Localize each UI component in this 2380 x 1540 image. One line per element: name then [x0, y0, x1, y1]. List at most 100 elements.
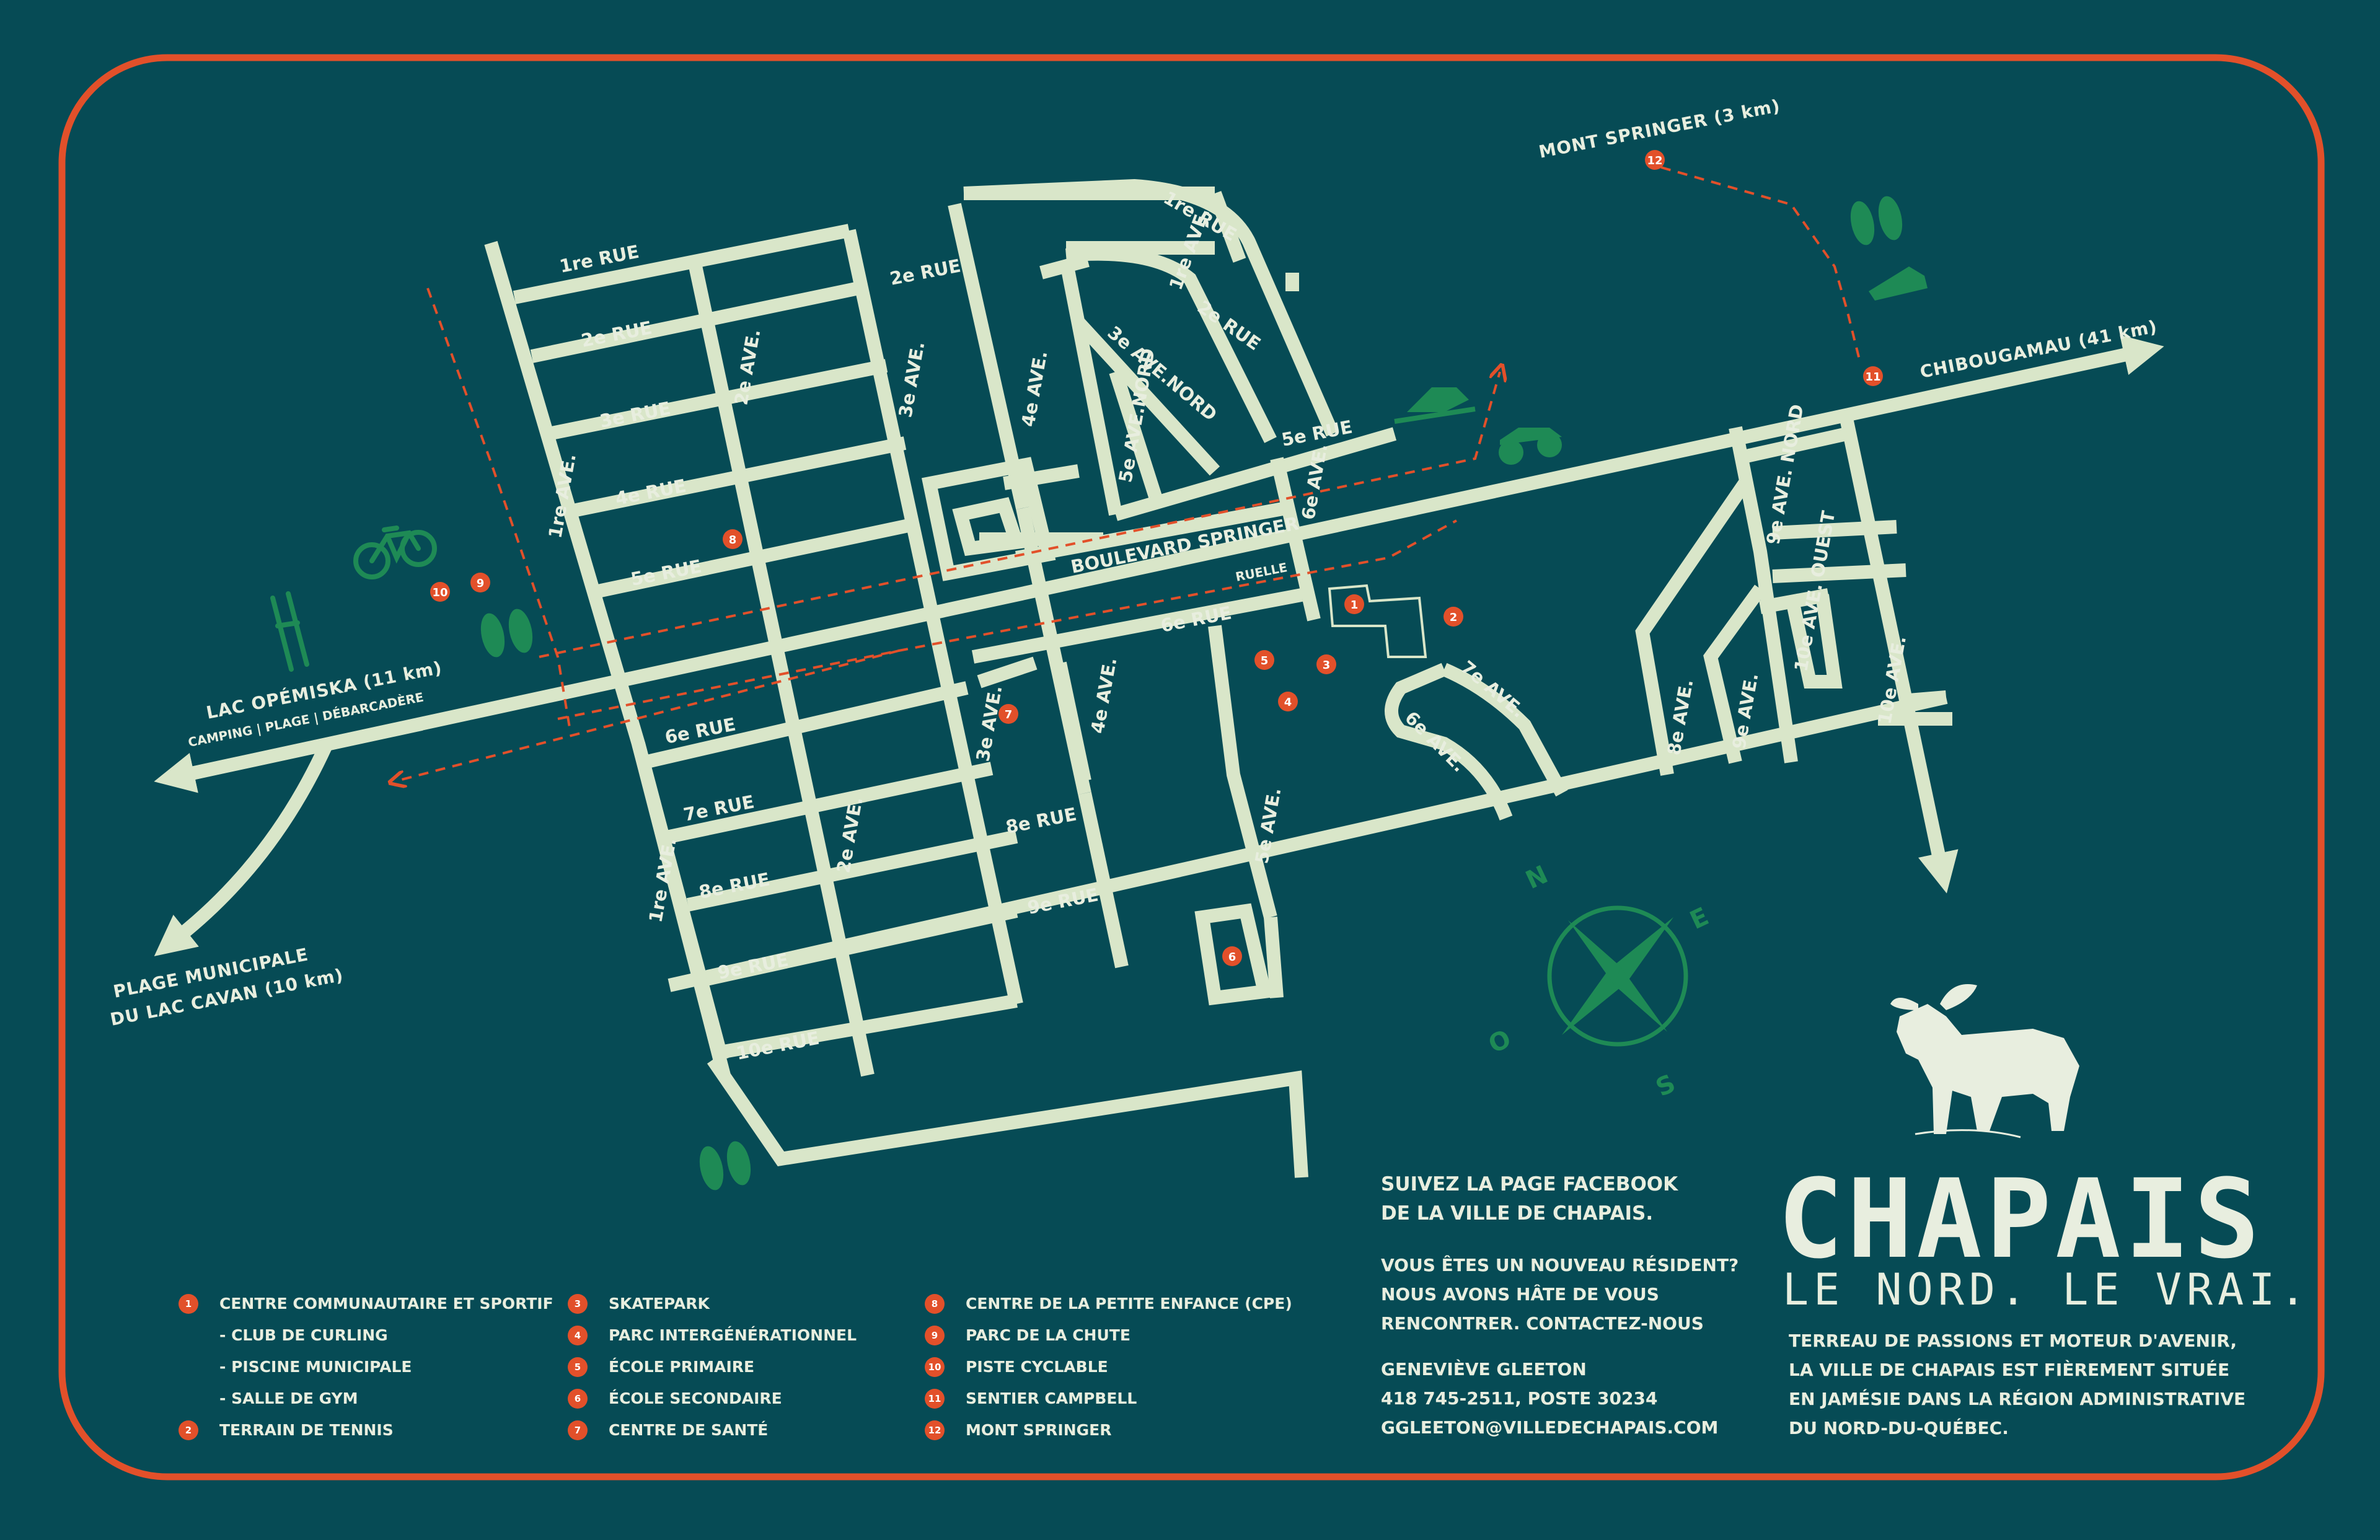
- brand-description: TERREAU DE PASSIONS ET MOTEUR D'AVENIR, …: [1789, 1326, 2246, 1443]
- legend-label: ÉCOLE SECONDAIRE: [609, 1389, 782, 1407]
- poi-11[interactable]: 11: [1863, 366, 1883, 386]
- bike-trail: [426, 288, 571, 732]
- legend-badge: 4: [568, 1325, 588, 1345]
- brand-desc-line-3: EN JAMÉSIE DANS LA RÉGION ADMINISTRATIVE: [1789, 1389, 2246, 1409]
- poi-8[interactable]: 8: [723, 529, 743, 549]
- trails: [397, 166, 1861, 781]
- cross-country-ski-icon: [270, 591, 309, 672]
- contact-phone[interactable]: 418 745-2511, POSTE 30234: [1381, 1388, 1658, 1409]
- label-ave6-b: 6e AVE.: [1401, 707, 1470, 777]
- atv-icon: [1499, 428, 1562, 465]
- contact-email[interactable]: GGLEETON@VILLEDECHAPAIS.COM: [1381, 1417, 1719, 1438]
- poi-6[interactable]: 6: [1222, 946, 1242, 966]
- brand-desc-line-1: TERREAU DE PASSIONS ET MOTEUR D'AVENIR,: [1789, 1331, 2237, 1351]
- snowshoe-icon-2: [699, 1141, 751, 1190]
- label-rue10: 10e RUE: [734, 1027, 821, 1064]
- bicycle-icon: [353, 526, 437, 579]
- brand-slogan: LE NORD. LE VRAI.: [1783, 1264, 2311, 1315]
- legend-label: TERRAIN DE TENNIS: [219, 1421, 394, 1439]
- legend-badge: 7: [568, 1420, 588, 1440]
- legend-label: SKATEPARK: [609, 1295, 710, 1313]
- legend-label: - CLUB DE CURLING: [219, 1326, 388, 1344]
- new-resident-line-3: RENCONTRER. CONTACTEZ-NOUS: [1381, 1313, 1704, 1334]
- new-resident-line-2: NOUS AVONS HÂTE DE VOUS: [1381, 1284, 1659, 1305]
- brand-title: CHAPAIS: [1778, 1156, 2263, 1283]
- campbell-trail: [1660, 166, 1861, 360]
- legend-item: - CLUB DE CURLING: [178, 1319, 553, 1351]
- highway-west-arrow: [154, 717, 423, 793]
- svg-text:10: 10: [432, 586, 447, 599]
- legend-item: - SALLE DE GYM: [178, 1383, 553, 1414]
- contact-name: GENEVIÈVE GLEETON: [1381, 1359, 1587, 1379]
- legend-badge: 10: [925, 1357, 945, 1377]
- legend-badge: 9: [925, 1325, 945, 1345]
- map-frame: [58, 54, 2325, 1481]
- poi-5[interactable]: 5: [1254, 650, 1274, 670]
- brand-desc-line-4: DU NORD-DU-QUÉBEC.: [1789, 1418, 2009, 1438]
- label-ave8: 8e AVE.: [1663, 677, 1697, 757]
- compass-s: S: [1652, 1069, 1680, 1102]
- road-plage-cavan: [154, 744, 332, 956]
- label-rue9-center: 9e RUE: [1026, 884, 1100, 918]
- poi-10[interactable]: 10: [430, 582, 450, 602]
- svg-text:5: 5: [1261, 654, 1269, 667]
- label-ave9-nord: 9e AVE. NORD: [1762, 403, 1807, 547]
- label-rue8-center: 8e RUE: [1004, 803, 1078, 837]
- label-rue5: 5e RUE: [629, 555, 703, 589]
- street-labels: 1re RUE 2e RUE 3e RUE 4e RUE 5e RUE 6e R…: [544, 187, 1910, 1064]
- snowmobile-trail: [539, 372, 1500, 658]
- contact-info: GENEVIÈVE GLEETON 418 745-2511, POSTE 30…: [1381, 1355, 1718, 1442]
- legend-label: PARC INTERGÉNÉRATIONNEL: [609, 1326, 857, 1344]
- new-resident-line-1: VOUS ÊTES UN NOUVEAU RÉSIDENT?: [1381, 1255, 1739, 1275]
- legend-item: 10 PISTE CYCLABLE: [925, 1351, 1292, 1383]
- poi-3[interactable]: 3: [1316, 654, 1336, 674]
- poi-1[interactable]: 1: [1344, 594, 1364, 614]
- street-ave10-south: [1840, 420, 1959, 894]
- label-rue2-center: 2e RUE: [888, 255, 963, 289]
- street-rue1-curve: [963, 178, 1339, 437]
- compass-o: O: [1484, 1024, 1515, 1059]
- legend-label: MONT SPRINGER: [966, 1421, 1112, 1439]
- poi-7[interactable]: 7: [998, 704, 1018, 724]
- legend-item: - PISCINE MUNICIPALE: [178, 1351, 553, 1383]
- community-centre-outline: [1328, 584, 1427, 658]
- new-resident-callout: VOUS ÊTES UN NOUVEAU RÉSIDENT? NOUS AVON…: [1381, 1251, 1739, 1338]
- poi-9[interactable]: 9: [470, 573, 490, 592]
- svg-text:1: 1: [1351, 599, 1359, 612]
- compass-rose: N E S O: [1484, 860, 1713, 1102]
- legend-label: ÉCOLE PRIMAIRE: [609, 1358, 755, 1376]
- legend-badge: 6: [568, 1388, 588, 1409]
- legend-badge: 5: [568, 1357, 588, 1377]
- legend-badge: 1: [178, 1293, 198, 1314]
- snowmobile-icon: [1394, 387, 1476, 424]
- poi-12[interactable]: 12: [1645, 150, 1665, 170]
- legend-item: 1 CENTRE COMMUNAUTAIRE ET SPORTIF: [178, 1288, 553, 1319]
- legend-label: PISTE CYCLABLE: [966, 1358, 1108, 1376]
- label-ave7: 7e AVE.: [1457, 656, 1530, 722]
- label-ave3-bottom: 3e AVE.: [972, 684, 1006, 763]
- facebook-line-1: SUIVEZ LA PAGE FACEBOOK: [1381, 1173, 1678, 1195]
- poi-4[interactable]: 4: [1278, 692, 1298, 711]
- legend-label: CENTRE COMMUNAUTAIRE ET SPORTIF: [219, 1295, 553, 1313]
- legend-label: - SALLE DE GYM: [219, 1389, 358, 1407]
- hiking-shoe-icon: [1869, 266, 1928, 301]
- label-ave4-bottom: 4e AVE.: [1086, 656, 1121, 735]
- label-rue4: 4e RUE: [614, 475, 688, 509]
- snowshoe-icon: [480, 609, 533, 658]
- label-ave4-top: 4e AVE.: [1017, 349, 1051, 428]
- svg-text:7: 7: [1005, 708, 1013, 721]
- legend-badge: 11: [925, 1388, 945, 1409]
- poi-2[interactable]: 2: [1443, 607, 1463, 627]
- legend-label: CENTRE DE LA PETITE ENFANCE (CPE): [966, 1295, 1292, 1313]
- snowshoe-icon-3: [1850, 196, 1903, 245]
- compass-e: E: [1686, 902, 1713, 935]
- svg-text:6: 6: [1228, 951, 1236, 964]
